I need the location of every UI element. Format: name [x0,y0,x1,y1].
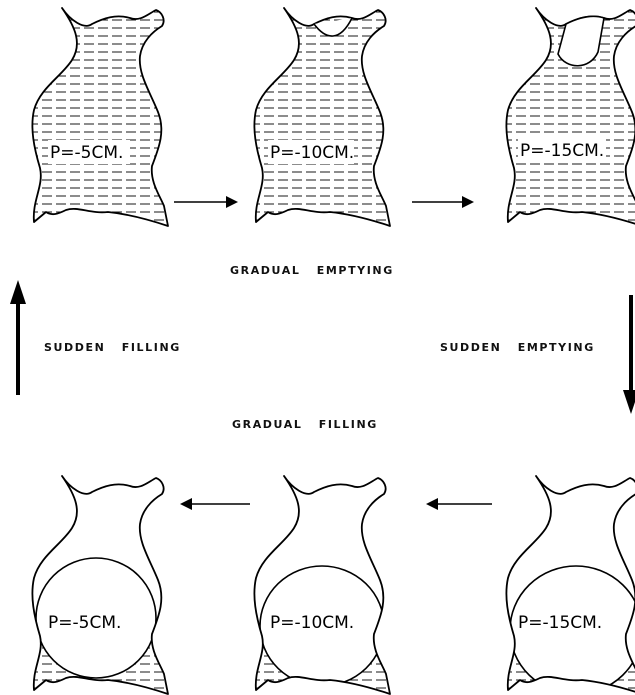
pore-panel-bottom-left: P=-5CM. [0,468,200,694]
pore-panel-bottom-middle: P=-10CM. [222,468,422,694]
pore-panel-bottom-right: P=-15CM. [474,468,635,694]
pore-panel-top-left: P=-5CM. [32,8,168,226]
pressure-label: P=-5CM. [48,613,121,633]
arrow-down-sudden-emptying [623,295,635,414]
gradual-emptying-label: GRADUAL EMPTYING [230,264,394,277]
pressure-label: P=-5CM. [50,143,123,163]
arrow-left-2 [426,498,492,510]
pore-panel-top-right: P=-15CM. [506,8,635,226]
pore-panel-top-middle: P=-10CM. [254,8,390,226]
pressure-label: P=-15CM. [518,613,602,633]
sudden-filling-label: SUDDEN FILLING [44,341,181,354]
pore-water-fill [32,8,168,226]
arrow-right-1 [174,196,238,208]
arrow-up-sudden-filling [10,280,26,395]
pressure-label: P=-10CM. [270,613,354,633]
arrow-left-1 [180,498,250,510]
sudden-emptying-label: SUDDEN EMPTYING [440,341,595,354]
gradual-filling-label: GRADUAL FILLING [232,418,378,431]
pressure-label: P=-15CM. [520,141,604,161]
pressure-label: P=-10CM. [270,143,354,163]
pore-water-fill [254,8,390,226]
arrow-right-2 [412,196,474,208]
